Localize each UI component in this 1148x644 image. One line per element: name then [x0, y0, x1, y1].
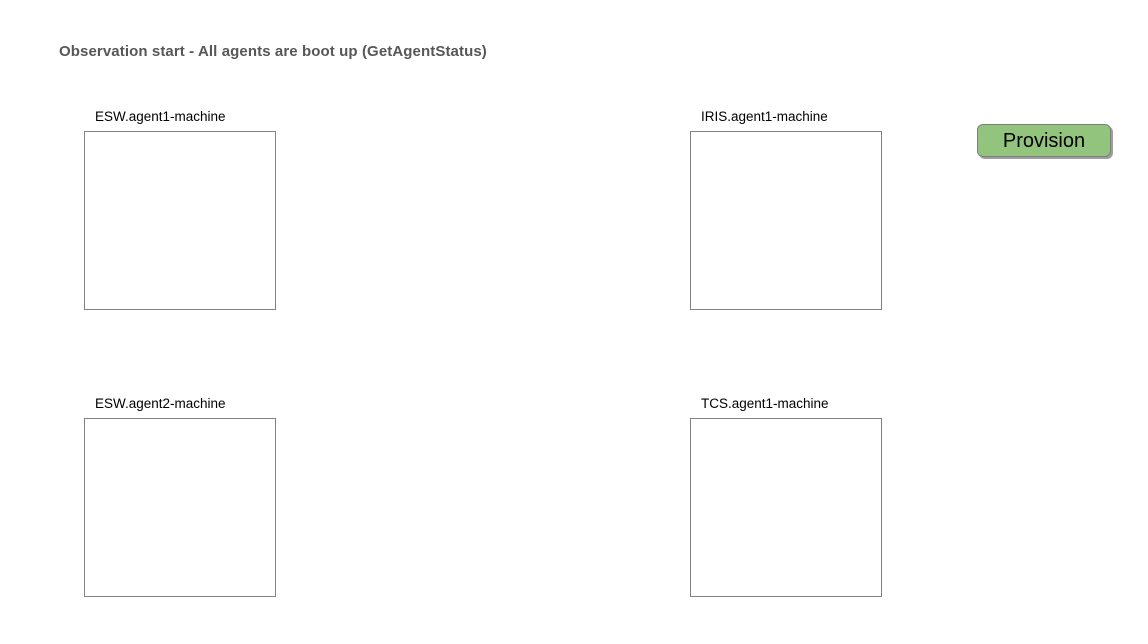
agent-panel-label: ESW.agent1-machine — [95, 109, 226, 124]
agent-panel-label: TCS.agent1-machine — [701, 396, 829, 411]
agent-panel-label: IRIS.agent1-machine — [701, 109, 828, 124]
agent-panel-label: ESW.agent2-machine — [95, 396, 226, 411]
agent-panel-body[interactable] — [84, 131, 276, 310]
agent-panel-body[interactable] — [84, 418, 276, 597]
page-title: Observation start - All agents are boot … — [59, 43, 487, 60]
agent-panel-body[interactable] — [690, 131, 882, 310]
agent-panel-body[interactable] — [690, 418, 882, 597]
provision-button[interactable]: Provision — [977, 124, 1111, 157]
provision-button-label: Provision — [1002, 129, 1086, 152]
